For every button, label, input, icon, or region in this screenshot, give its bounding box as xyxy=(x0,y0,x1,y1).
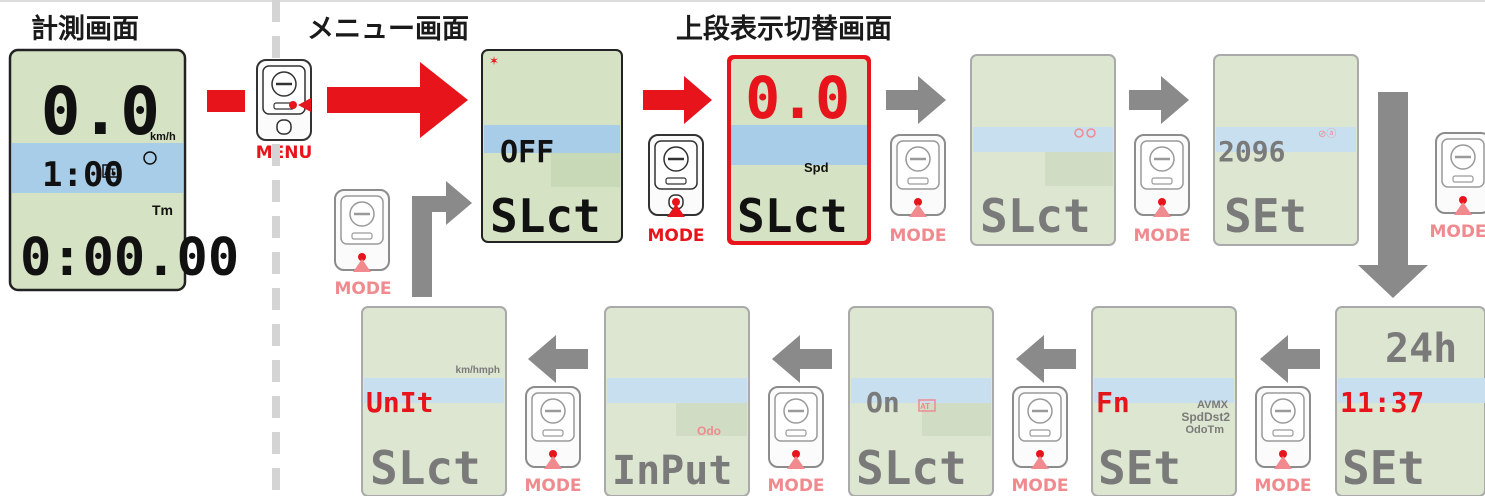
fn-set-label-3: OdoTm xyxy=(1186,424,1225,436)
grey-arrow-left-2 xyxy=(1016,335,1076,383)
device-mode-button-icon-5 xyxy=(1254,385,1312,469)
mode-button-label-5: MODE xyxy=(1254,476,1312,496)
menu-off-bottom: SLct xyxy=(490,189,601,243)
unit-slct-bottom: SLct xyxy=(370,441,481,495)
mode-button-label-2: MODE xyxy=(889,226,947,246)
red-arrow-to-upper xyxy=(643,76,712,124)
measure-at-indicator: AT xyxy=(104,167,116,177)
unit-slct-mid: UnIt xyxy=(366,386,433,419)
device-mode-button-icon-7 xyxy=(767,385,825,469)
grey-arrow-left-4 xyxy=(528,335,588,383)
clock-set-bottom: SEt xyxy=(1342,441,1425,495)
mode-button-label-6: MODE xyxy=(1011,476,1069,496)
device-menu-button-icon xyxy=(255,58,313,142)
grey-arrow-down xyxy=(1358,92,1428,298)
device-mode-button-icon-1 xyxy=(647,133,705,217)
lcd-upper-spd: 0.0 Spd SLct xyxy=(727,55,871,245)
grey-arrow-return xyxy=(412,181,472,297)
device-mode-button-icon-3 xyxy=(1133,133,1191,217)
clock-set-mid: 11:37 xyxy=(1340,386,1424,419)
measure-tm-indicator: Tm xyxy=(152,202,173,218)
device-mode-button-icon-return xyxy=(333,188,391,272)
measure-speed-value: 0.0 xyxy=(41,73,160,150)
lcd-function-set: Fn AVMX SpdDst2 OdoTm SEt xyxy=(1091,306,1237,496)
odo-input-mid: Odo xyxy=(697,424,721,438)
device-mode-button-icon-2 xyxy=(889,133,947,217)
mode-button-label-7: MODE xyxy=(767,476,825,496)
circ-set-mid: 2096 xyxy=(1218,135,1285,168)
mode-button-label-4: MODE xyxy=(1429,222,1485,242)
device-mode-button-icon-6 xyxy=(1011,385,1069,469)
measure-a-icon xyxy=(143,151,157,165)
heading-upper-display-switch-screen: 上段表示切替画面 xyxy=(676,14,892,45)
lcd-grey-slct: SLct xyxy=(970,54,1116,246)
svg-text:✶: ✶ xyxy=(489,54,499,68)
auto-slct-bottom: SLct xyxy=(856,441,967,495)
measure-speed-unit: km/h xyxy=(150,131,176,143)
fn-set-label-1: AVMX xyxy=(1197,399,1229,411)
svg-text:⊘ⓐ: ⊘ⓐ xyxy=(1318,128,1336,140)
grey-arrow-left-3 xyxy=(772,335,832,383)
device-mode-button-icon-8 xyxy=(524,385,582,469)
grey-arrow-right-2 xyxy=(1129,76,1189,124)
lcd-measurement: 0.0 km/h 1:00 AT 0:00.00 Tm xyxy=(8,48,239,292)
upper-spd-top: 0.0 xyxy=(745,64,850,132)
fn-set-bottom: SEt xyxy=(1098,441,1181,495)
lcd-odo-input: Odo InPut xyxy=(604,306,750,496)
grey-arrow-right-1 xyxy=(886,76,946,124)
mode-button-label-3: MODE xyxy=(1133,226,1191,246)
heading-measurement-screen: 計測画面 xyxy=(31,14,139,45)
lcd-auto-slct: On AT SLct xyxy=(848,306,994,496)
menu-button-label: MENU xyxy=(255,143,313,163)
clock-set-top: 24h xyxy=(1385,326,1457,372)
red-dash-bar xyxy=(207,90,245,112)
device-mode-button-icon-4 xyxy=(1434,131,1485,215)
mode-button-label-return: MODE xyxy=(334,279,392,299)
upper-spd-mid: Spd xyxy=(804,160,829,175)
lcd-clock-set: 24h 11:37 SEt xyxy=(1335,306,1485,496)
heading-menu-screen: メニュー画面 xyxy=(307,14,469,45)
fn-set-label-2: SpdDst2 xyxy=(1181,410,1230,424)
grey-arrow-left-1 xyxy=(1260,335,1320,383)
measure-mid-value: 1:00 xyxy=(42,155,124,195)
mode-button-label-1: MODE xyxy=(647,226,705,246)
lcd-unit-slct: km/hmph UnIt SLct xyxy=(361,306,507,496)
red-arrow-menu xyxy=(327,62,468,138)
circ-set-bottom: SEt xyxy=(1224,189,1307,243)
unit-slct-unit: km/hmph xyxy=(456,365,500,376)
odo-input-bottom: InPut xyxy=(612,448,732,494)
auto-slct-at: AT xyxy=(920,402,930,411)
fn-set-mid: Fn xyxy=(1096,386,1130,419)
grey-slct-bottom: SLct xyxy=(980,189,1091,243)
menu-off-mid: OFF xyxy=(500,135,554,170)
lcd-menu-off: ✶ OFF SLct xyxy=(481,49,623,243)
measure-bottom-value: 0:00.00 xyxy=(20,228,239,288)
lcd-circumference-set: 2096 ⊘ⓐ SEt xyxy=(1213,54,1359,246)
mode-button-label-8: MODE xyxy=(524,476,582,496)
auto-slct-mid: On xyxy=(866,386,900,419)
upper-spd-bottom: SLct xyxy=(737,189,848,243)
